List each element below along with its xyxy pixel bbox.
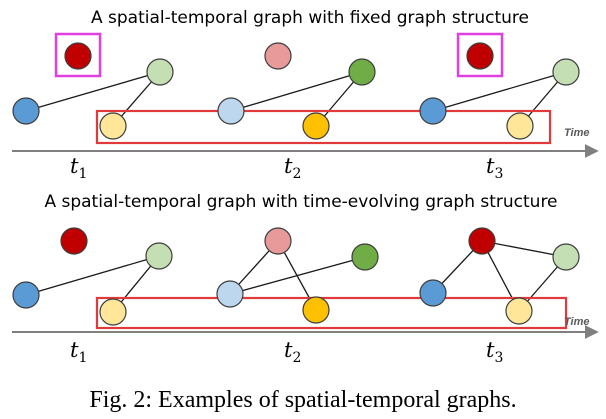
node-left-t1 xyxy=(12,97,40,125)
node-right-t3 xyxy=(552,243,580,271)
node-bottom-t2 xyxy=(302,112,330,140)
node-bottom-t1 xyxy=(99,112,127,140)
edge-top-right xyxy=(481,240,567,258)
edge-left-right xyxy=(229,256,366,295)
node-top-t3 xyxy=(466,42,494,70)
node-highlight-box xyxy=(456,32,504,78)
edge-left-right xyxy=(230,71,363,112)
time-step-labels: t1 t2 t3 xyxy=(70,338,503,366)
edge-left-right xyxy=(25,255,160,296)
time-step-label: t1 xyxy=(70,154,87,182)
time-step-label: t3 xyxy=(486,338,503,366)
node-left-t1 xyxy=(12,281,40,309)
node-left-t3 xyxy=(419,279,447,307)
time-step-label: t3 xyxy=(486,154,503,182)
edge-left-right xyxy=(25,71,161,112)
time-axis-label: Time xyxy=(564,127,589,139)
time-step-label: t2 xyxy=(284,338,301,366)
temporal-highlight-box xyxy=(95,296,568,330)
node-right-t1 xyxy=(146,58,174,86)
node-bottom-t1 xyxy=(99,298,127,326)
graph-nodes xyxy=(12,227,580,326)
node-highlight-boxes xyxy=(54,32,504,78)
node-left-t2 xyxy=(217,97,245,125)
node-top-t2 xyxy=(264,42,292,70)
panel-title: A spatial-temporal graph with fixed grap… xyxy=(91,8,529,28)
node-right-t1 xyxy=(145,242,173,270)
node-bottom-t3 xyxy=(505,297,533,325)
node-bottom-t2 xyxy=(302,296,330,324)
node-right-t3 xyxy=(552,58,580,86)
time-step-labels: t1 t2 t3 xyxy=(70,154,503,182)
node-right-t2 xyxy=(348,58,376,86)
temporal-highlight-box xyxy=(95,109,552,145)
time-step-label: t2 xyxy=(284,154,301,182)
node-right-t2 xyxy=(351,243,379,271)
node-highlight-box xyxy=(54,32,102,78)
panel-fixed: A spatial-temporal graph with fixed grap… xyxy=(12,8,599,182)
node-bottom-t3 xyxy=(506,112,534,140)
node-top-t2 xyxy=(264,227,292,255)
panel-title: A spatial-temporal graph with time-evolv… xyxy=(44,192,557,212)
node-top-t3 xyxy=(468,227,496,255)
figure-caption: Fig. 2: Examples of spatial-temporal gra… xyxy=(89,387,516,413)
time-step-label: t1 xyxy=(70,338,87,366)
graph-nodes xyxy=(12,42,580,140)
node-top-t1 xyxy=(60,227,88,255)
node-left-t3 xyxy=(419,97,447,125)
node-top-t1 xyxy=(64,42,92,70)
time-axis-label: Time xyxy=(564,316,589,328)
node-left-t2 xyxy=(216,280,244,308)
panel-time-evolving: A spatial-temporal graph with time-evolv… xyxy=(12,192,599,366)
edge-left-right xyxy=(432,71,567,112)
